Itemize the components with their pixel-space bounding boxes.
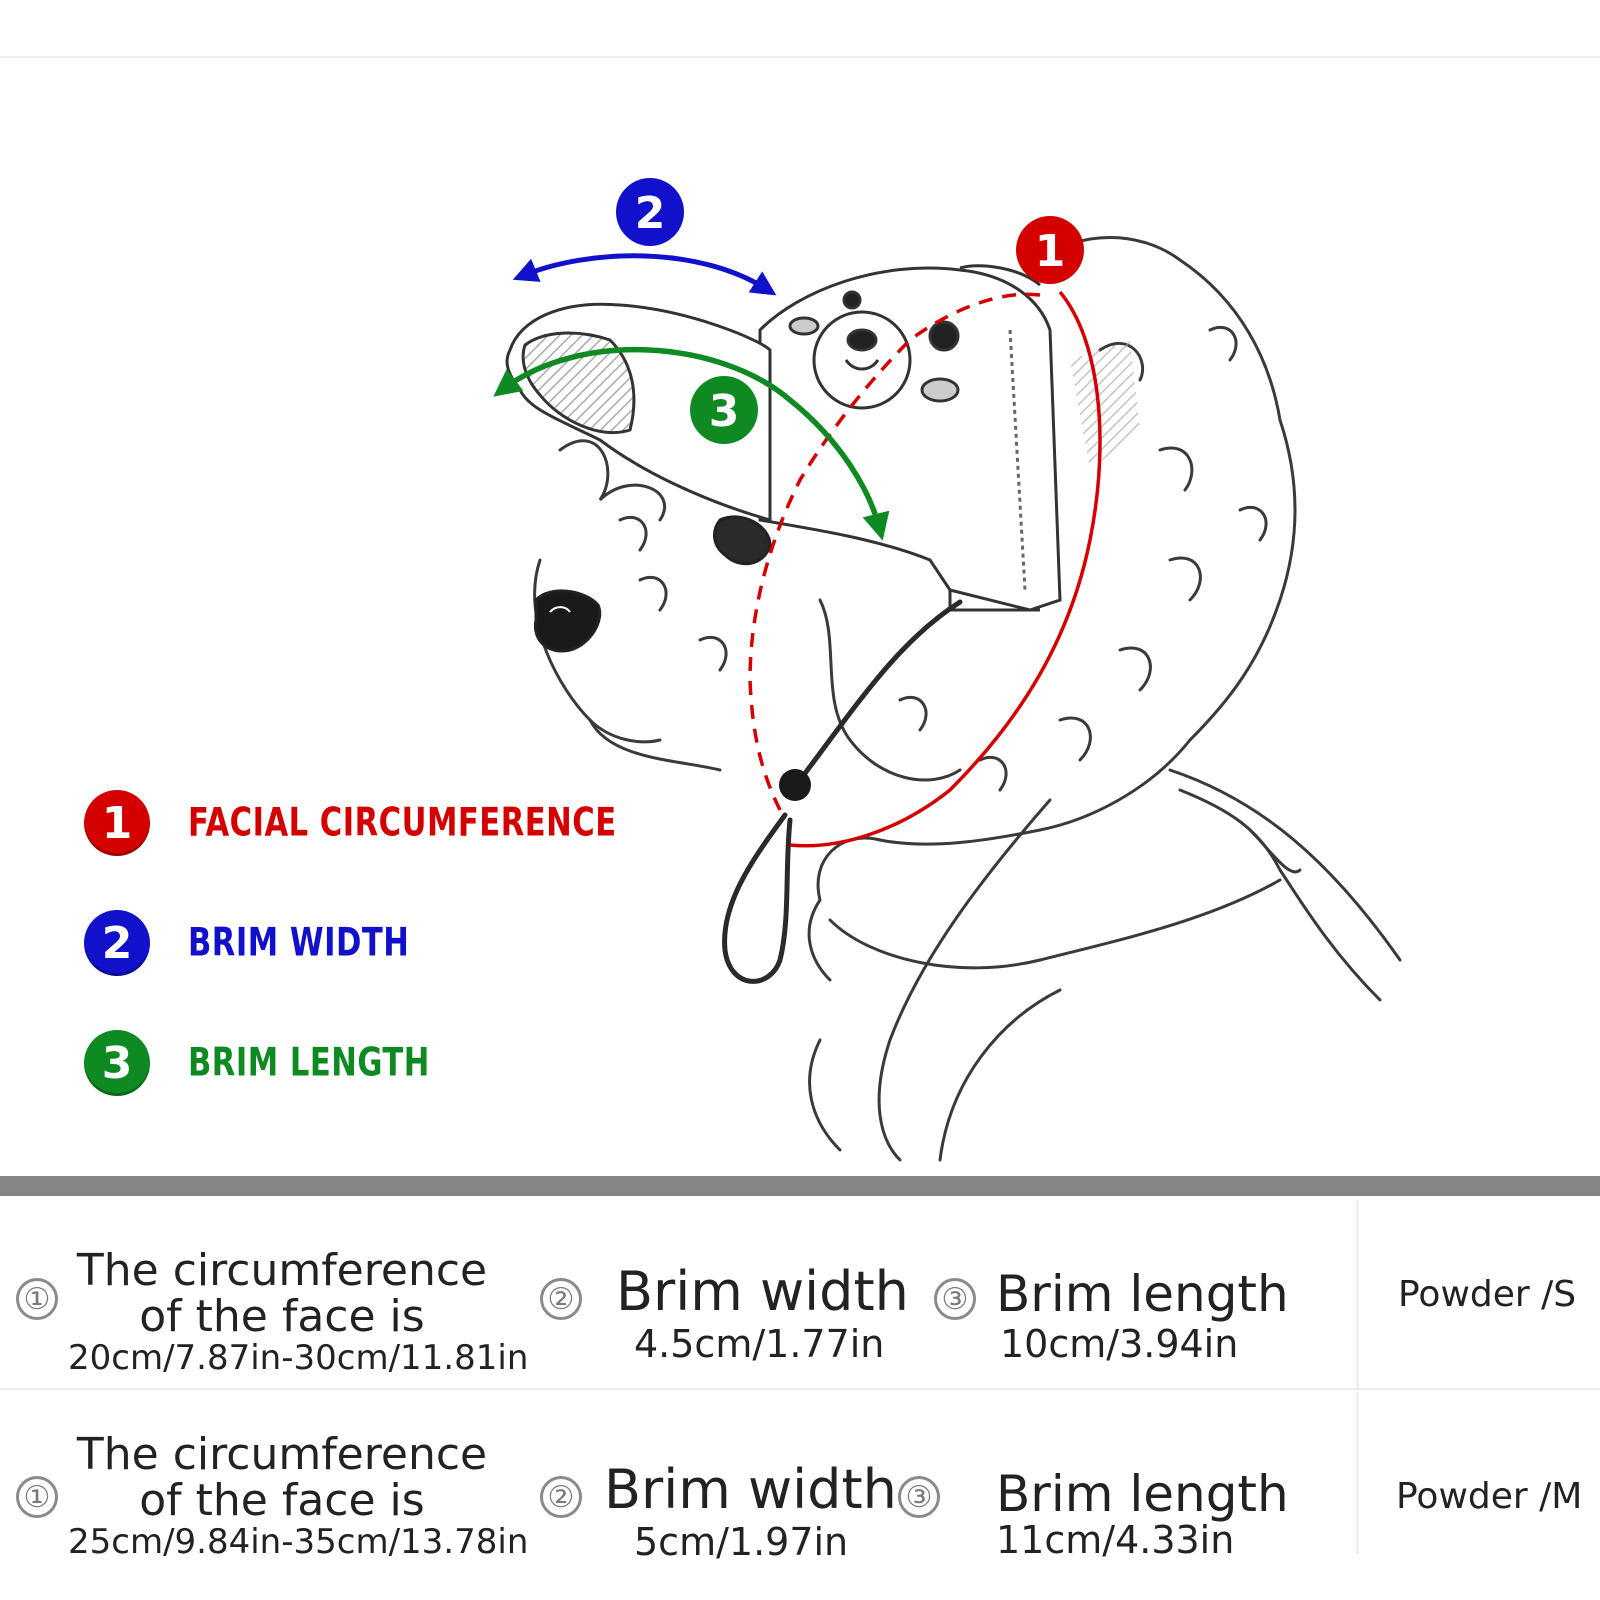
dog-cap-illustration: 1 2 3 bbox=[493, 178, 1402, 1162]
marker-1-icon: ① bbox=[16, 1476, 58, 1518]
dog-sketch bbox=[533, 236, 1402, 1162]
legend-brim-width: 2 BRIM WIDTH bbox=[84, 908, 409, 978]
marker-2: 2 bbox=[616, 178, 684, 246]
face-circumference-title: The circumference of the face is bbox=[72, 1248, 492, 1340]
brim-width-value: 5cm/1.97in bbox=[634, 1520, 849, 1564]
face-circumference-title: The circumference of the face is bbox=[72, 1432, 492, 1524]
marker-3-icon: ③ bbox=[898, 1476, 940, 1518]
marker-2-icon: ② bbox=[540, 1476, 582, 1518]
face-circumference-range: 20cm/7.87in-30cm/11.81in bbox=[68, 1338, 529, 1378]
brim-width-label: Brim width bbox=[604, 1458, 897, 1521]
brim-length-value: 11cm/4.33in bbox=[996, 1518, 1235, 1562]
legend-brim-length: 3 BRIM LENGTH bbox=[84, 1028, 430, 1098]
brim-width-arrow bbox=[512, 253, 777, 296]
marker-3: 3 bbox=[690, 376, 758, 444]
svg-text:2: 2 bbox=[635, 188, 666, 239]
size-label: Powder /M bbox=[1396, 1476, 1583, 1517]
brim-width-label: Brim width bbox=[616, 1260, 909, 1323]
face-title-line: of the face is bbox=[139, 1291, 425, 1342]
legend-label: BRIM WIDTH bbox=[188, 920, 410, 966]
svg-text:1: 1 bbox=[1035, 226, 1066, 277]
cap-sketch bbox=[505, 264, 1062, 612]
row-separator bbox=[0, 1388, 1600, 1390]
chin-cord bbox=[722, 599, 963, 984]
column-separator bbox=[1356, 1200, 1359, 1388]
svg-text:3: 3 bbox=[709, 386, 740, 437]
marker-3-icon: ③ bbox=[934, 1278, 976, 1320]
legend-badge: 2 bbox=[84, 910, 150, 976]
brim-length-label: Brim length bbox=[996, 1265, 1289, 1323]
face-title-line: The circumference bbox=[76, 1429, 488, 1480]
brim-length-label: Brim length bbox=[996, 1465, 1289, 1523]
marker-1: 1 bbox=[1016, 216, 1084, 284]
size-label: Powder /S bbox=[1398, 1274, 1577, 1315]
legend-badge: 1 bbox=[84, 790, 150, 856]
dog-face bbox=[533, 515, 772, 653]
brim-length-arrow bbox=[493, 346, 890, 541]
top-rule bbox=[0, 56, 1600, 58]
legend-label: FACIAL CIRCUMFERENCE bbox=[188, 800, 617, 846]
face-title-line: of the face is bbox=[139, 1475, 425, 1526]
column-separator bbox=[1356, 1392, 1359, 1554]
brim-length-value: 10cm/3.94in bbox=[1000, 1322, 1239, 1366]
legend-facial-circumference: 1 FACIAL CIRCUMFERENCE bbox=[84, 788, 617, 858]
legend-badge: 3 bbox=[84, 1030, 150, 1096]
marker-2-icon: ② bbox=[540, 1278, 582, 1320]
legend-label: BRIM LENGTH bbox=[188, 1040, 430, 1086]
marker-1-icon: ① bbox=[16, 1278, 58, 1320]
cord-stopper bbox=[779, 769, 811, 801]
section-divider bbox=[0, 1176, 1600, 1196]
facial-circumference-line bbox=[789, 290, 1102, 848]
face-title-line: The circumference bbox=[76, 1245, 488, 1296]
brim-width-value: 4.5cm/1.77in bbox=[634, 1322, 885, 1366]
face-circumference-range: 25cm/9.84in-35cm/13.78in bbox=[68, 1522, 529, 1562]
